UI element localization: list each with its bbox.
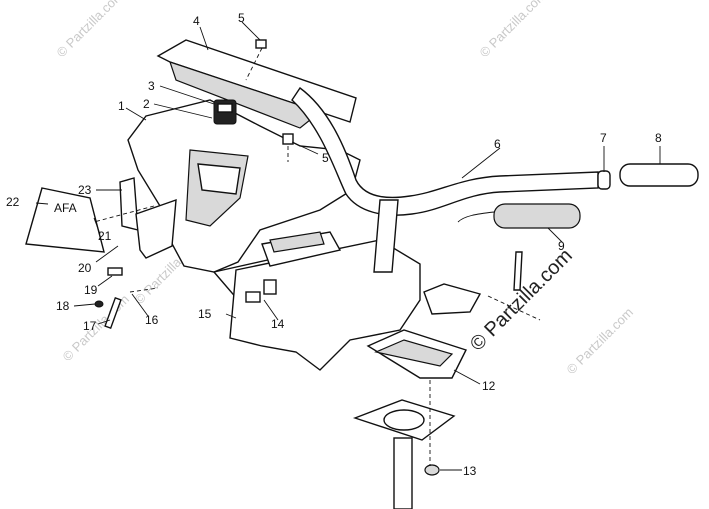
dash-16 [129,287,159,293]
callout-1: 1 [118,99,125,113]
part-switch [213,99,237,125]
part-grip-right [619,163,699,187]
part-bracket-lower [135,198,177,259]
part-clamp-lower [366,329,467,379]
part-bracket [119,177,139,231]
watermark-top-left: © Partzilla.com [54,0,127,60]
part-pin [245,279,277,303]
part-throttle-grip [457,203,581,229]
callout-16: 16 [145,313,159,327]
callout-5-mid: 5 [322,151,329,165]
part-screw-top [255,39,267,49]
callout-12: 12 [482,379,496,393]
callout-9: 9 [558,239,565,253]
part-clamp-upper [423,283,482,315]
callout-8: 8 [655,131,662,145]
callout-23: 23 [78,183,92,197]
callout-labels: 1 2 3 4 5 5 6 7 8 9 12 13 14 15 16 17 18… [6,11,662,478]
part-handlebar [291,87,599,273]
callout-7: 7 [600,131,607,145]
callout-2: 2 [143,97,150,111]
part-clamp-bolt [513,251,523,291]
callout-18: 18 [56,299,70,313]
callout-15: 15 [198,307,212,321]
callout-6: 6 [494,137,501,151]
callout-20: 20 [78,261,92,275]
callout-17: 17 [83,319,97,333]
part-nut-18 [94,300,104,308]
part-lower-body [229,231,421,371]
watermark-bottom-right: © Partzilla.com [564,305,637,378]
callout-3: 3 [148,79,155,93]
part-spring-19 [107,267,123,276]
callout-21: 21 [98,229,112,243]
callout-14: 14 [271,317,285,331]
leader-lines [35,21,661,471]
part-decal-panel: AFA [25,187,105,253]
part-nut-13 [424,464,440,476]
part-bar-end [597,170,611,190]
callout-19: 19 [84,283,98,297]
callout-22: 22 [6,195,20,209]
watermark-top-right: © Partzilla.com [477,0,550,60]
decal-text: AFA [54,201,77,215]
part-screw-mid [282,133,294,145]
callout-4: 4 [193,14,200,28]
part-steering-post [352,399,456,509]
callout-13: 13 [463,464,477,478]
callout-5-top: 5 [238,11,245,25]
